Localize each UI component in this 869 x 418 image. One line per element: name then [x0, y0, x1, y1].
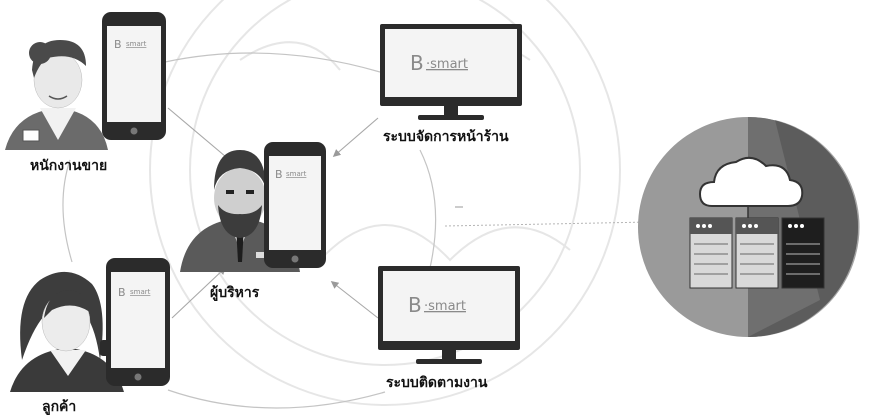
manager-phone: B smart	[264, 142, 326, 268]
sales-staff-phone: B smart	[102, 12, 166, 140]
svg-text:B: B	[408, 293, 422, 317]
svg-text:smart: smart	[286, 170, 307, 178]
svg-text:·smart: ·smart	[424, 299, 466, 314]
arrows-to-manager	[167, 107, 379, 319]
server-rack-icon	[689, 217, 825, 289]
tracking-label: ระบบติดตามงาน	[386, 375, 488, 391]
svg-text:smart: smart	[126, 40, 147, 48]
svg-text:B: B	[410, 51, 424, 75]
cloud-server-badge	[638, 117, 860, 338]
arrow-sales-to-manager	[167, 107, 234, 163]
arrow-tracking-to-manager	[330, 281, 379, 319]
cloud-icon	[698, 156, 804, 218]
customer-phone: B smart	[100, 258, 170, 386]
svg-text:smart: smart	[130, 288, 151, 296]
sales-staff-label: หนักงานขาย	[30, 158, 108, 174]
svg-text:B: B	[275, 168, 283, 181]
manager-label: ผู้บริหาร	[210, 285, 260, 301]
arrow-store-to-manager	[332, 117, 379, 158]
connection-loop	[62, 52, 437, 409]
store-management-label: ระบบจัดการหน้าร้าน	[383, 129, 509, 145]
svg-text:·smart: ·smart	[426, 57, 468, 72]
customer-avatar	[10, 271, 124, 392]
phone-brand-logo: B	[114, 38, 122, 51]
cloud-link	[444, 221, 651, 227]
arrow-customer-to-manager	[171, 266, 227, 319]
store-management-monitor: B ·smart	[380, 24, 522, 120]
customer-label: ลูกค้า	[42, 399, 77, 415]
svg-text:B: B	[118, 286, 126, 299]
sales-staff-avatar	[5, 40, 108, 150]
tracking-monitor: B ·smart	[378, 266, 520, 364]
